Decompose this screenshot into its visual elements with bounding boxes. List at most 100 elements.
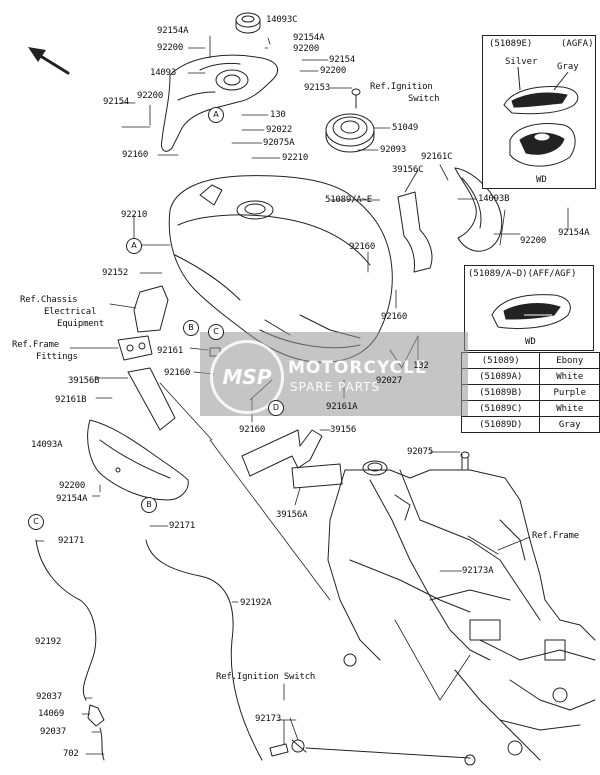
- upper-cover-drawing: [161, 54, 278, 152]
- part-label: 92210: [282, 153, 309, 163]
- part-label: 92154A: [56, 494, 88, 504]
- part-label: 92153: [304, 83, 331, 93]
- breather-hose-92192a: [145, 539, 263, 761]
- part-label: 92192A: [240, 598, 272, 608]
- part-label: 92037: [36, 692, 63, 702]
- color-table-row: (51089B)Purple: [460, 384, 600, 401]
- color-table-row: (51089)Ebony: [460, 352, 600, 369]
- ref-frame-fittings-2: Fittings: [36, 352, 78, 362]
- part-label: 92075A: [263, 138, 295, 148]
- part-label: 92161C: [421, 152, 453, 162]
- ref-chassis-electrical-2: Electrical: [44, 307, 97, 317]
- part-label: 92154: [329, 55, 356, 65]
- part-label: 702: [63, 749, 79, 759]
- frame-drawing: [327, 451, 596, 766]
- inset-top-variant: (AGFA): [561, 39, 594, 49]
- part-label: 14069: [38, 709, 65, 719]
- ref-ignition-switch-top: Ref.Ignition: [370, 82, 433, 92]
- callout-d: D: [268, 400, 284, 416]
- callout-a: A: [126, 238, 142, 254]
- part-label: 92160: [239, 425, 266, 435]
- ref-chassis-electrical-1: Ref.Chassis: [20, 295, 78, 305]
- part-label: 92152: [102, 268, 129, 278]
- part-label: 92200: [520, 236, 547, 246]
- part-label: 39156C: [392, 165, 424, 175]
- color-variant-inset-top: [482, 35, 596, 189]
- part-label: 92171: [58, 536, 85, 546]
- part-label: 92022: [266, 125, 293, 135]
- color-name: White: [539, 400, 600, 417]
- color-name: Gray: [539, 416, 600, 433]
- ref-frame: Ref.Frame: [532, 531, 579, 541]
- color-table-row: (51089D)Gray: [460, 416, 600, 433]
- color-table-row: (51089C)White: [460, 400, 600, 417]
- part-label: 14093C: [266, 15, 298, 25]
- part-label: 14093B: [478, 194, 510, 204]
- ref-chassis-electrical-3: Equipment: [57, 319, 104, 329]
- fuel-pump-plate-drawing: [325, 88, 375, 153]
- part-label: 92200: [293, 44, 320, 54]
- part-label: 92160: [381, 312, 408, 322]
- part-label: 92161A: [326, 402, 358, 412]
- ref-ignition-switch-top-2: Switch: [408, 94, 440, 104]
- part-label: 92154A: [558, 228, 590, 238]
- part-label: 51089/A~E: [325, 195, 372, 205]
- color-part-code: (51089A): [460, 368, 541, 385]
- part-label: 92075: [407, 447, 434, 457]
- inset-top-silver: Silver: [505, 57, 538, 67]
- callout-b: B: [141, 497, 157, 513]
- electrical-bracket-drawing: [117, 285, 169, 361]
- inset-mid-title: (51089/A~D)(AFF/AGF): [468, 269, 577, 279]
- tank-decal-silver-gray-icon: [503, 66, 579, 167]
- part-label: 92093: [380, 145, 407, 155]
- part-label: 92200: [137, 91, 164, 101]
- drain-hose-92192: [35, 539, 105, 761]
- part-label: 51049: [392, 123, 419, 133]
- callout-c: C: [28, 514, 44, 530]
- part-label: 92027: [376, 376, 403, 386]
- color-name: Purple: [539, 384, 600, 401]
- ref-frame-fittings-1: Ref.Frame: [12, 340, 59, 350]
- pad-39156c-drawing: [397, 191, 433, 273]
- part-label: 92200: [320, 66, 347, 76]
- front-arrow-icon: [28, 47, 70, 75]
- part-label: 92171: [169, 521, 196, 531]
- left-side-cover-drawing: [87, 419, 189, 501]
- color-code-table: (51089)Ebony(51089A)White(51089B)Purple(…: [460, 352, 600, 433]
- callout-c: C: [208, 324, 224, 340]
- color-name: White: [539, 368, 600, 385]
- right-side-cover-drawing: [454, 167, 503, 252]
- color-part-code: (51089C): [460, 400, 541, 417]
- part-label: 92210: [121, 210, 148, 220]
- watermark: MSP MOTORCYCLE SPARE PARTS: [200, 332, 468, 416]
- part-label: 92154A: [293, 33, 325, 43]
- inset-top-caption: WD: [536, 175, 547, 185]
- callout-b: B: [183, 320, 199, 336]
- tank-decal-standard-icon: [491, 294, 571, 329]
- color-table-row: (51089A)White: [460, 368, 600, 385]
- inset-mid-caption: WD: [525, 337, 536, 347]
- part-label: 39156A: [276, 510, 308, 520]
- fuel-cap-drawing: [235, 12, 261, 34]
- part-label: 92160: [349, 242, 376, 252]
- part-label: 92161B: [55, 395, 87, 405]
- color-part-code: (51089D): [460, 416, 541, 433]
- part-label: 92173: [255, 714, 282, 724]
- inset-top-gray: Gray: [557, 62, 579, 72]
- pad-39156-drawing: [241, 429, 343, 489]
- part-label: 132: [413, 361, 429, 371]
- watermark-logo: MSP: [210, 340, 284, 414]
- part-label: 39156: [330, 425, 357, 435]
- color-name: Ebony: [539, 352, 600, 369]
- part-label: 14093A: [31, 440, 63, 450]
- watermark-line2: SPARE PARTS: [290, 380, 381, 394]
- watermark-line1: MOTORCYCLE: [288, 358, 428, 378]
- part-label: 92154: [103, 97, 130, 107]
- ignition-switch-drawing: [269, 739, 471, 759]
- part-label: 92160: [164, 368, 191, 378]
- part-label: 92200: [157, 43, 184, 53]
- inset-top-code: (51089E): [489, 39, 533, 49]
- pad-39156b-drawing: [127, 367, 176, 431]
- color-part-code: (51089): [460, 352, 541, 369]
